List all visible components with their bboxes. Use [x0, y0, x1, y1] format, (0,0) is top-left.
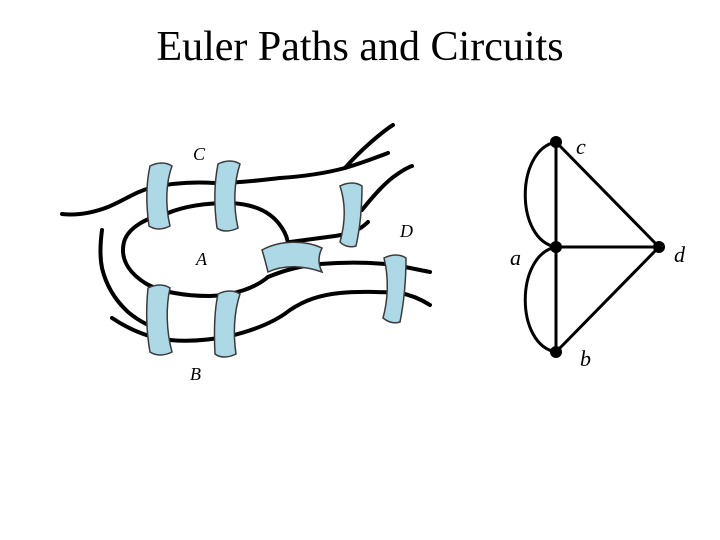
- bridge-3: [339, 182, 363, 248]
- node-label-d: d: [674, 242, 686, 267]
- river-bank-d-upper: [288, 220, 370, 244]
- vertex-b: [550, 346, 562, 358]
- bridge-6: [145, 284, 173, 356]
- river-bank-middle-left: [98, 228, 167, 332]
- edge-c-a-curved: [523, 140, 557, 249]
- region-label-c: C: [193, 144, 206, 164]
- vertex-a: [550, 241, 562, 253]
- bridge-2: [214, 160, 241, 232]
- vertex-d: [653, 241, 665, 253]
- bridges: [145, 160, 407, 358]
- region-label-d: D: [399, 221, 413, 241]
- node-label-a: a: [510, 245, 521, 270]
- bridge-4: [261, 241, 324, 274]
- vertex-c: [550, 136, 562, 148]
- node-label-b: b: [580, 346, 591, 371]
- graph: c a d b: [510, 134, 686, 371]
- bridge-1: [146, 162, 173, 230]
- slide-title: Euler Paths and Circuits: [156, 24, 564, 70]
- river-branch-top-right-2: [360, 164, 414, 212]
- bridge-7: [213, 290, 241, 358]
- river-map: [60, 123, 432, 343]
- edge-c-d: [554, 140, 661, 249]
- river-branch-top-right: [343, 123, 395, 170]
- region-label-b: B: [190, 364, 201, 384]
- river-bank-middle-right: [266, 260, 432, 279]
- edge-a-b-curved: [523, 245, 557, 354]
- region-label-a: A: [195, 249, 208, 269]
- node-label-c: c: [576, 134, 586, 159]
- edge-b-d: [554, 245, 661, 354]
- bridge-5: [382, 254, 407, 324]
